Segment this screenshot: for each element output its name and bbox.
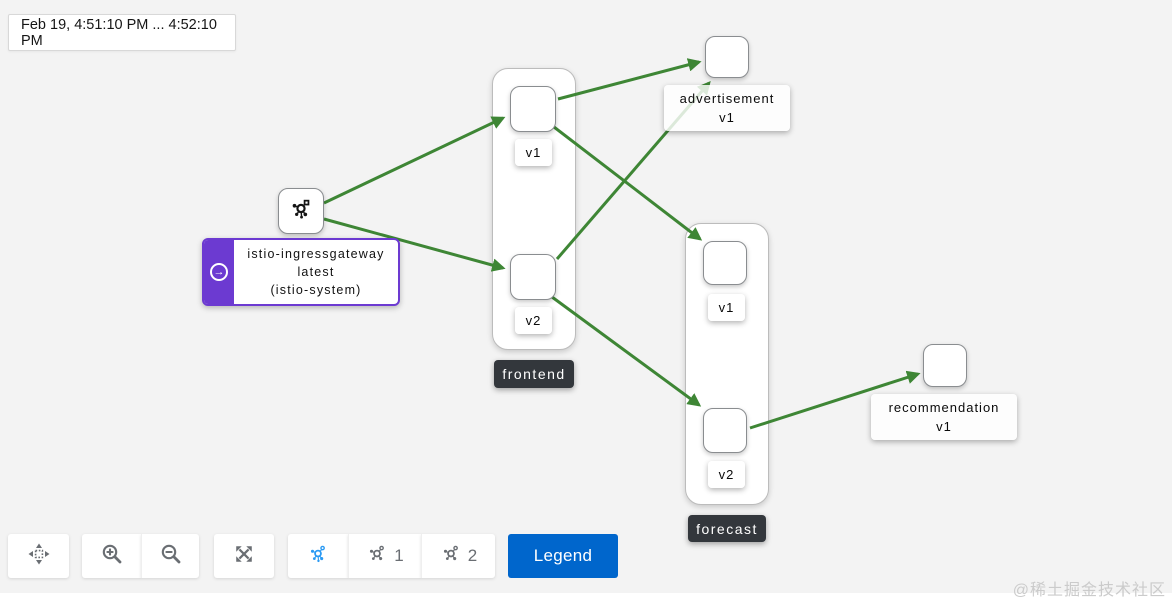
mesh-graph-1-icon	[366, 543, 388, 570]
label-forecast-v2: v2	[708, 461, 745, 488]
legend-button-label: Legend	[533, 546, 593, 565]
gateway-namespace: (istio-system)	[270, 283, 362, 297]
expand-arrows-icon	[233, 543, 255, 570]
gateway-tooltip-accent-strip: →	[204, 240, 234, 304]
advertisement-version-text: v1	[719, 110, 735, 125]
node-frontend-v1[interactable]	[510, 86, 556, 132]
frontend-v2-text: v2	[525, 313, 542, 328]
node-recommendation-v1[interactable]	[923, 344, 967, 387]
gateway-tooltip: → istio-ingressgateway latest (istio-sys…	[202, 238, 400, 306]
recommendation-name-text: recommendation	[888, 400, 1000, 415]
pan-icon	[27, 542, 51, 571]
edge-gateway-to-frontend-v1[interactable]	[323, 116, 506, 205]
label-frontend-v1: v1	[515, 139, 552, 166]
zoom-in-icon	[100, 542, 124, 571]
graph-layout-2-label: 2	[467, 546, 478, 565]
legend-button[interactable]: Legend	[508, 534, 618, 578]
forecast-v2-text: v2	[718, 467, 735, 482]
node-istio-ingressgateway[interactable]	[278, 188, 324, 234]
edge-forecast-v2-to-recommendation[interactable]	[749, 370, 921, 430]
node-forecast-v1[interactable]	[703, 241, 747, 285]
gateway-tooltip-text: istio-ingressgateway latest (istio-syste…	[234, 240, 398, 304]
zoom-out-button[interactable]	[141, 534, 199, 578]
edge-frontend-v1-to-forecast-v1[interactable]	[553, 125, 703, 241]
label-recommendation: recommendation v1	[871, 394, 1017, 440]
zoom-out-icon	[159, 542, 183, 571]
time-range-label: Feb 19, 4:51:10 PM ... 4:52:10 PM	[8, 14, 236, 51]
mesh-graph-icon	[307, 543, 329, 570]
graph-layout-default-button[interactable]	[288, 534, 348, 578]
recommendation-version-text: v1	[936, 419, 952, 434]
mesh-gateway-icon	[288, 196, 314, 227]
node-frontend-v2[interactable]	[510, 254, 556, 300]
frontend-group-text: frontend	[502, 366, 566, 382]
graph-layout-1-label: 1	[394, 546, 404, 565]
mesh-graph-2-icon	[440, 543, 462, 570]
gateway-name: istio-ingressgateway	[247, 247, 385, 261]
arrow-circle-right-icon: →	[210, 263, 228, 281]
advertisement-name-text: advertisement	[679, 91, 775, 106]
graph-layout-2-button[interactable]: 2	[421, 534, 495, 578]
label-forecast-v1: v1	[708, 294, 745, 321]
gateway-version: latest	[297, 265, 335, 279]
forecast-group-text: forecast	[696, 520, 758, 537]
edge-gateway-to-frontend-v2[interactable]	[323, 217, 506, 272]
pan-button[interactable]	[8, 534, 69, 578]
edge-frontend-v2-to-forecast-v2[interactable]	[551, 295, 702, 407]
label-group-frontend: frontend	[494, 360, 574, 388]
edge-frontend-v1-to-advertisement[interactable]	[557, 58, 702, 101]
bottom-strip	[0, 593, 1172, 615]
fit-to-screen-button[interactable]	[214, 534, 274, 578]
node-advertisement-v1[interactable]	[705, 36, 749, 78]
label-advertisement: advertisement v1	[664, 85, 790, 131]
zoom-in-button[interactable]	[82, 534, 141, 578]
forecast-v1-text: v1	[718, 300, 735, 315]
graph-layout-1-button[interactable]: 1	[348, 534, 421, 578]
node-forecast-v2[interactable]	[703, 408, 747, 453]
label-frontend-v2: v2	[515, 307, 552, 334]
label-group-forecast: forecast	[688, 515, 766, 542]
time-range-text: Feb 19, 4:51:10 PM ... 4:52:10 PM	[21, 16, 217, 49]
frontend-v1-text: v1	[525, 145, 542, 160]
watermark-text: @稀土掘金技术社区	[1012, 582, 1166, 599]
